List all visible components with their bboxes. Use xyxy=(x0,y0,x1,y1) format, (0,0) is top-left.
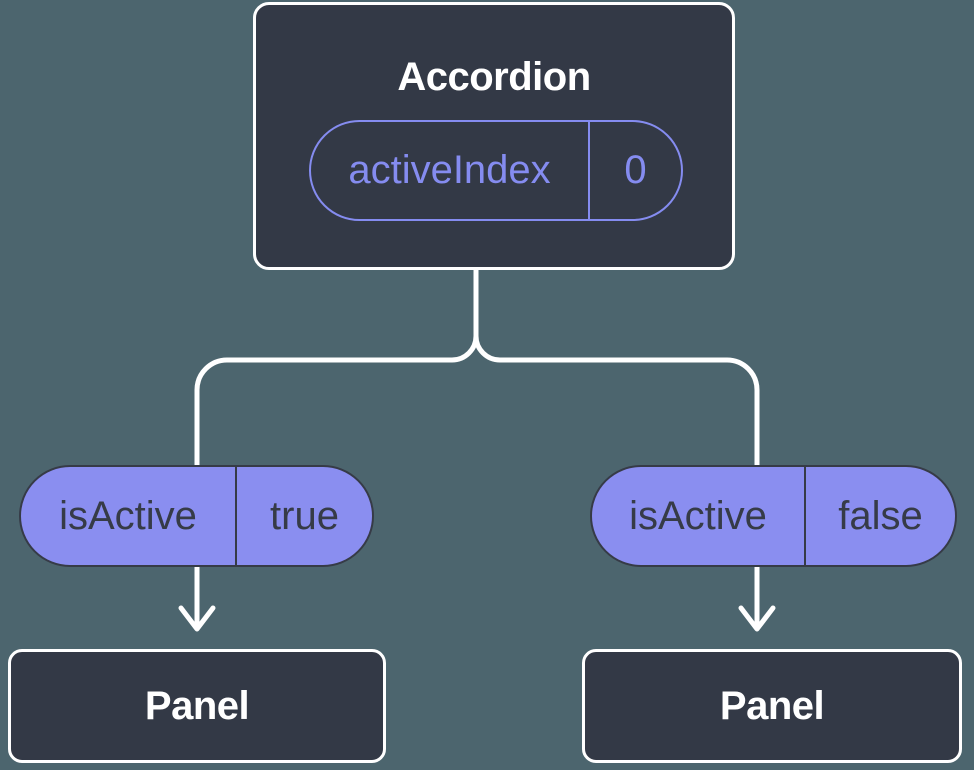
prop-pill-isactive-false: isActive false xyxy=(590,465,957,567)
panel-node-left: Panel xyxy=(8,649,386,763)
panel-node-title: Panel xyxy=(144,683,250,728)
accordion-node-title: Accordion xyxy=(397,55,591,99)
prop-name-label: isActive xyxy=(59,493,197,538)
panel-node-right: Panel xyxy=(582,649,962,763)
prop-value-label: false xyxy=(804,467,955,565)
state-name-label: activeIndex xyxy=(348,148,551,192)
prop-name-label: isActive xyxy=(629,493,767,538)
branch-left-line xyxy=(194,333,479,627)
prop-value-label: true xyxy=(235,467,372,565)
prop-pill-isactive-true: isActive true xyxy=(19,465,374,567)
branch-right-line xyxy=(473,333,760,627)
arrow-down-icon xyxy=(738,605,776,632)
panel-node-title: Panel xyxy=(719,683,825,728)
state-pill-activeindex: activeIndex 0 xyxy=(309,120,683,221)
state-value-label: 0 xyxy=(588,122,681,219)
arrow-down-icon xyxy=(178,605,216,632)
accordion-node: Accordion activeIndex 0 xyxy=(253,2,735,270)
